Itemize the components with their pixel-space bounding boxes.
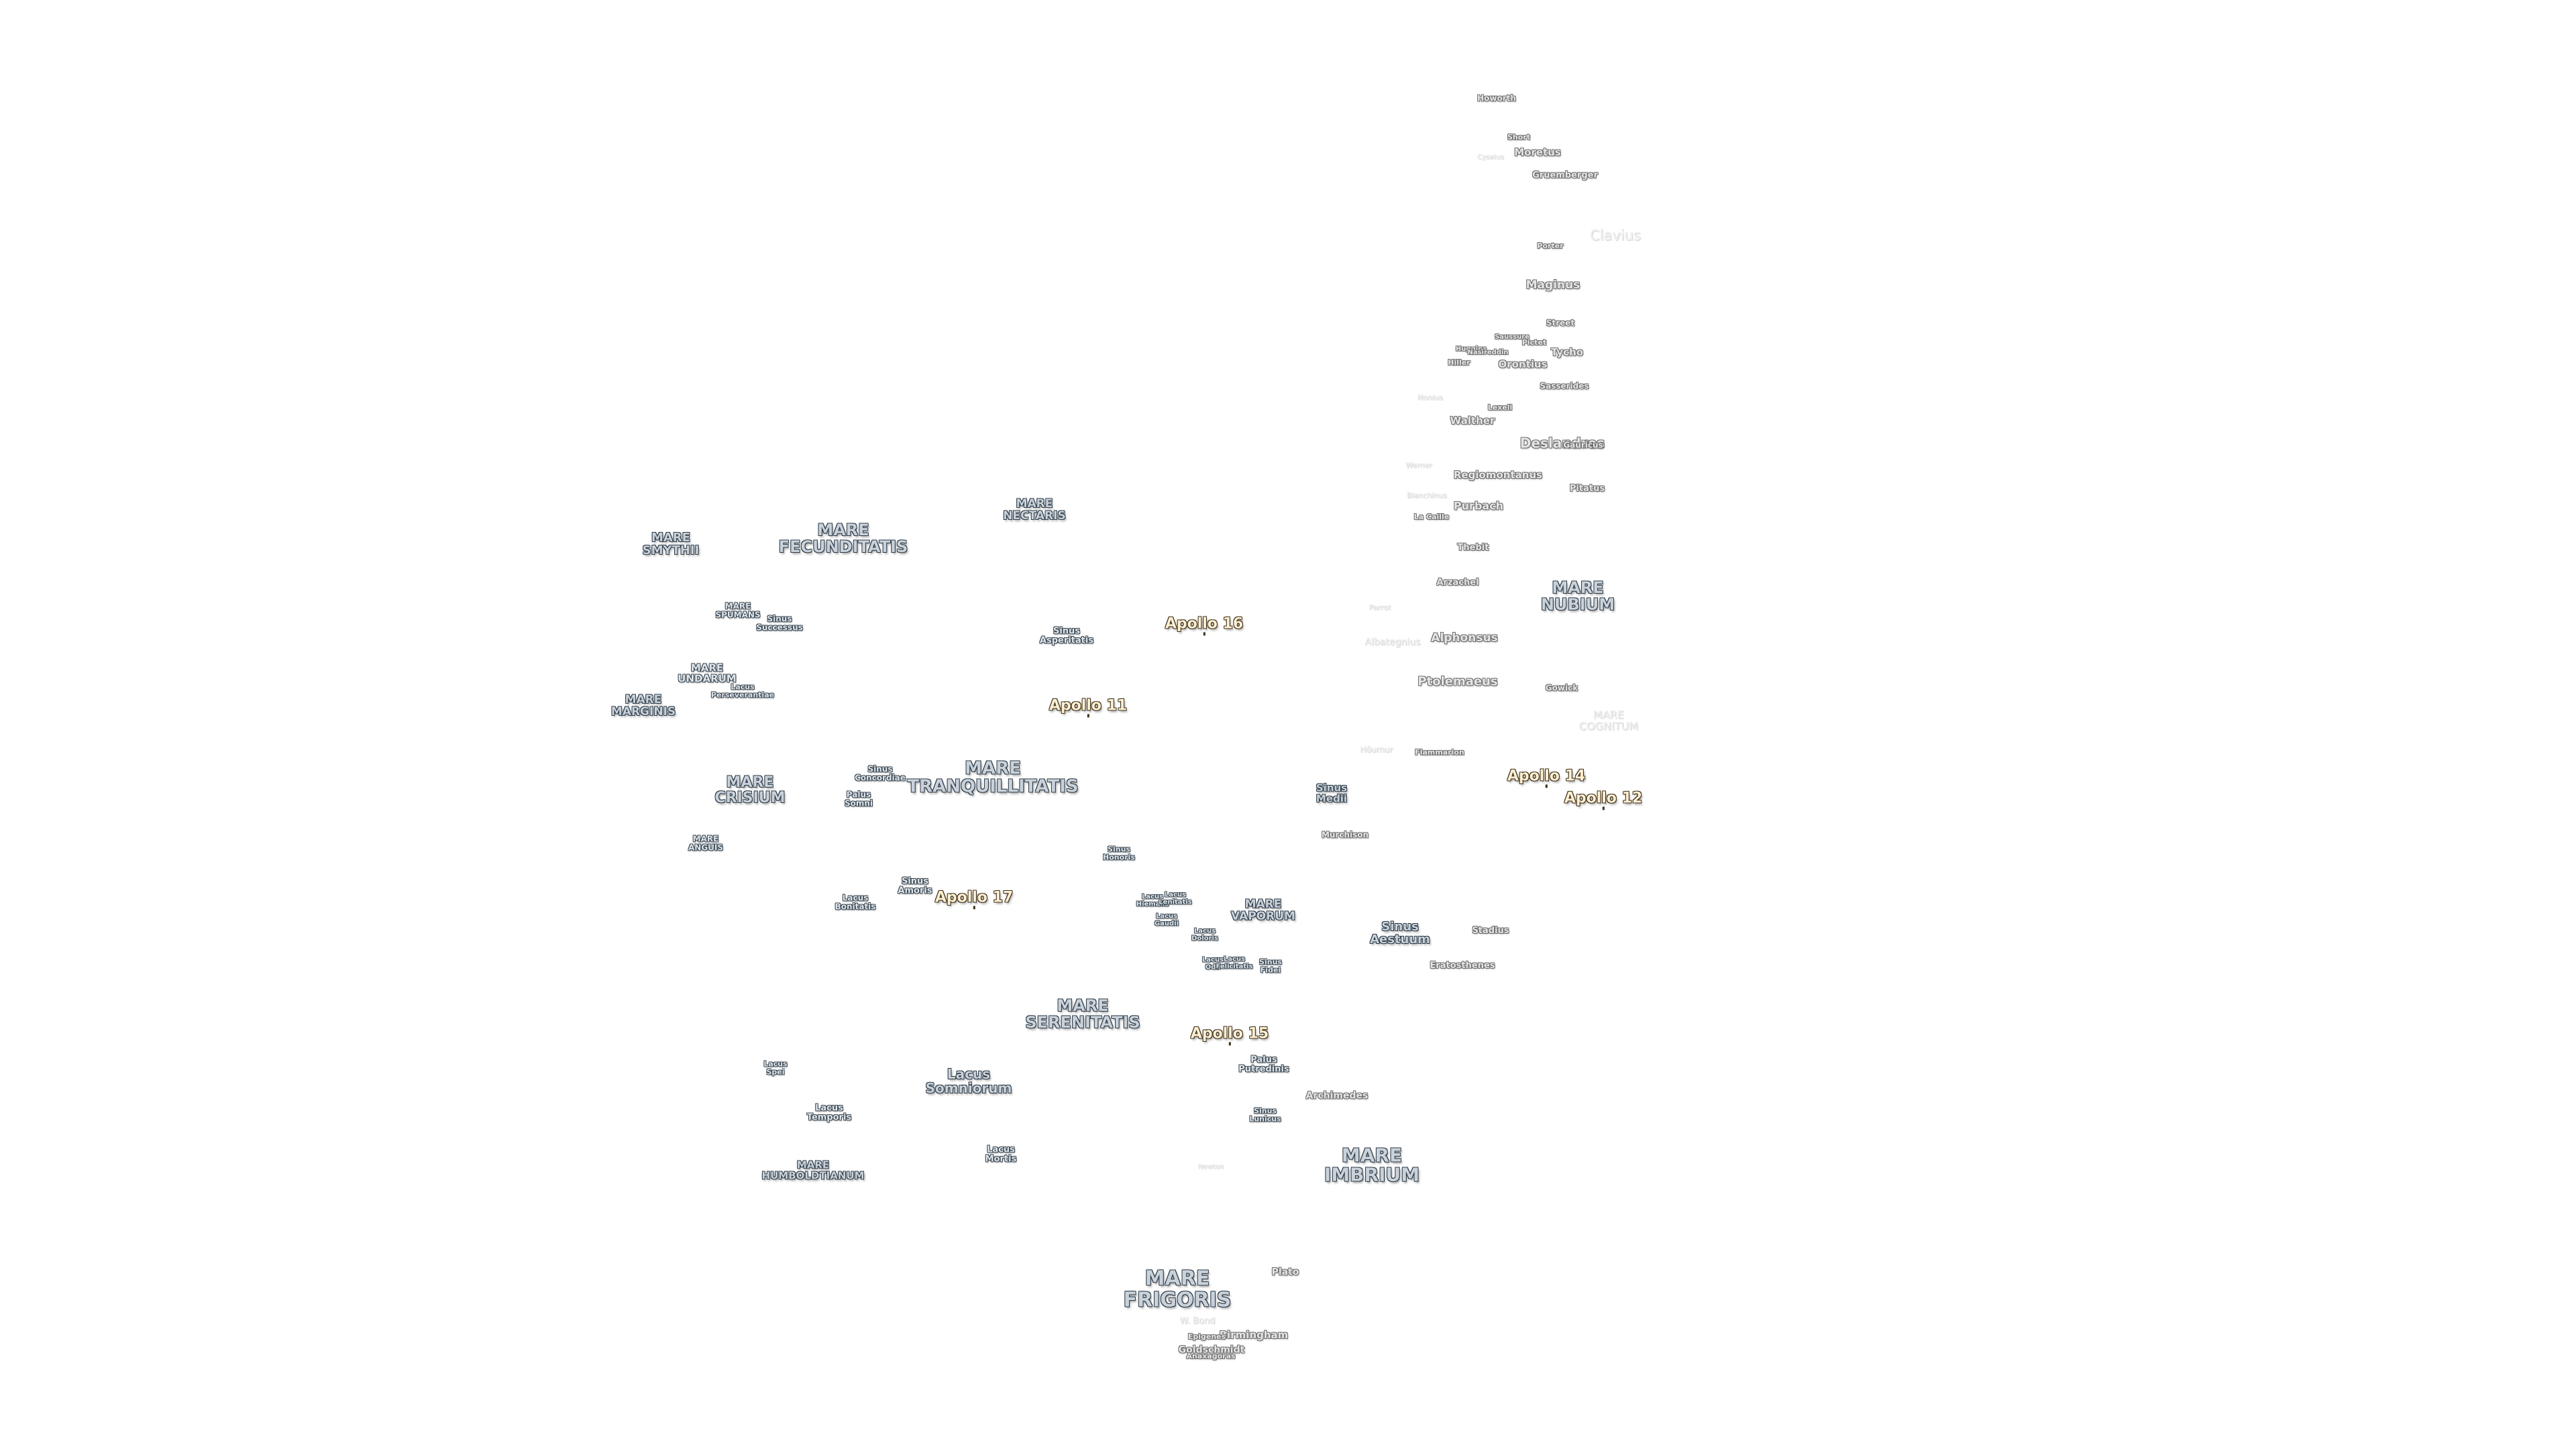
apollo-11-site[interactable]: Apollo 11: [1049, 697, 1128, 718]
label-purbach[interactable]: Purbach: [1453, 499, 1504, 513]
label-walther[interactable]: Walther: [1450, 415, 1495, 427]
label-regiomontanus[interactable]: Regiomontanus: [1453, 469, 1543, 482]
label-moretus[interactable]: Moretus: [1514, 146, 1561, 159]
label-sinus-fidei[interactable]: Sinus Fidei: [1259, 957, 1282, 974]
label-lacus-perseverantiae[interactable]: Lacus Perseverantiae: [710, 682, 775, 699]
label-lacus-doloris[interactable]: Lacus Doloris: [1191, 927, 1218, 942]
label-mare-tranquillitatis[interactable]: MARE TRANQUILLITATIS: [907, 758, 1079, 797]
label-gruemberger[interactable]: Gruemberger: [1532, 170, 1598, 181]
label-parrot[interactable]: Parrot: [1368, 603, 1391, 612]
label-mare-crisium[interactable]: MARE CRISIUM: [714, 773, 786, 806]
label-ptolemaeus[interactable]: Ptolemaeus: [1417, 674, 1498, 689]
label-clavius[interactable]: Clavius: [1590, 227, 1641, 244]
apollo-14-site[interactable]: Apollo 14: [1507, 767, 1586, 788]
label-gowick[interactable]: Gowick: [1545, 683, 1578, 693]
label-thebit[interactable]: Thebit: [1457, 543, 1489, 553]
label-mare-smythii[interactable]: MARE SMYTHII: [642, 531, 700, 557]
label-lacus-spei[interactable]: Lacus Spei: [763, 1059, 788, 1076]
label-sinus-successus[interactable]: Sinus Successus: [756, 614, 803, 632]
label-mare-vaporum[interactable]: MARE VAPORUM: [1231, 898, 1295, 923]
label-sinus-asperitatis[interactable]: Sinus Asperitatis: [1039, 626, 1094, 645]
label-plato[interactable]: Plato: [1271, 1267, 1299, 1278]
label-lacus-somniorum[interactable]: Lacus Somniorum: [925, 1066, 1012, 1096]
label-lacus-temporis[interactable]: Lacus Temporis: [806, 1103, 852, 1122]
label-lacus-bonitatis[interactable]: Lacus Bonitatis: [835, 893, 876, 911]
label-hiller[interactable]: Hiller: [1448, 358, 1470, 368]
label-sinus-medii[interactable]: Sinus Medii: [1316, 782, 1348, 804]
label-mare-cognitum[interactable]: MARE COGNITUM: [1578, 708, 1639, 733]
apollo-15-site[interactable]: Apollo 15: [1190, 1025, 1269, 1046]
label-lacus-mortis[interactable]: Lacus Mortis: [985, 1144, 1017, 1164]
label-goldschmidt[interactable]: Goldschmidt: [1178, 1344, 1245, 1356]
label-lacus-lenitatis[interactable]: Lacus Lenitatis: [1159, 891, 1192, 906]
label-alphonsus[interactable]: Alphonsus: [1431, 631, 1498, 645]
label-gauricus[interactable]: Gauricus: [1563, 440, 1603, 450]
label-arzachel[interactable]: Arzachel: [1436, 578, 1479, 588]
label-lacus-odii[interactable]: Lacus Odii: [1201, 956, 1224, 971]
label-sinus-honoris[interactable]: Sinus Honoris: [1103, 845, 1135, 861]
label-street[interactable]: Street: [1546, 318, 1575, 328]
label-lacus-felicitatis[interactable]: Lacus Felicitatis: [1216, 955, 1253, 970]
label-mare-humboldtianum[interactable]: MARE HUMBOLDTIANUM: [761, 1159, 865, 1181]
label-stadius[interactable]: Stadius: [1472, 926, 1509, 936]
label-mare-undarum[interactable]: MARE UNDARUM: [678, 661, 737, 684]
label-w-bond[interactable]: W. Bond: [1179, 1316, 1216, 1327]
label-sinus-aestuum[interactable]: Sinus Aestuum: [1370, 920, 1430, 947]
label-short[interactable]: Short: [1507, 133, 1530, 142]
label-newton[interactable]: Newton: [1197, 1163, 1224, 1171]
label-saussure[interactable]: Saussure: [1495, 333, 1529, 341]
label-hournur[interactable]: Höurnur: [1360, 745, 1393, 755]
apollo-12-site[interactable]: Apollo 12: [1564, 790, 1643, 810]
label-mare-marginis[interactable]: MARE MARGINIS: [610, 693, 676, 718]
label-palus-somni[interactable]: Palus Somni: [844, 790, 873, 808]
label-anaxagoras[interactable]: Anaxagoras: [1186, 1352, 1236, 1361]
label-eratosthenes[interactable]: Eratosthenes: [1430, 961, 1495, 971]
label-nonius[interactable]: Nonius: [1417, 393, 1443, 402]
label-mare-nubium[interactable]: MARE NUBIUM: [1540, 578, 1615, 614]
label-pictet[interactable]: Pictet: [1521, 338, 1547, 347]
label-palus-putredinis[interactable]: Palus Putredinis: [1238, 1055, 1289, 1074]
label-deslandres[interactable]: Deslandres: [1519, 435, 1605, 451]
label-porter[interactable]: Porter: [1537, 241, 1564, 251]
label-la-caille[interactable]: La Caille: [1413, 513, 1450, 522]
label-howorth[interactable]: Howorth: [1477, 93, 1516, 103]
label-sinus-lunicus[interactable]: Sinus Lunicus: [1249, 1106, 1281, 1123]
label-murchison[interactable]: Murchison: [1321, 830, 1369, 840]
label-lacus-hiemalis[interactable]: Lacus Hiemalis: [1136, 893, 1169, 908]
label-mare-imbrium[interactable]: MARE IMBRIUM: [1324, 1144, 1420, 1186]
apollo-16-site[interactable]: Apollo 16: [1165, 615, 1244, 636]
label-archimedes[interactable]: Archimedes: [1305, 1090, 1368, 1102]
label-lexell[interactable]: Lexell: [1487, 403, 1513, 413]
label-albategnius[interactable]: Albategnius: [1364, 637, 1421, 648]
label-sinus-amoris[interactable]: Sinus Amoris: [898, 876, 932, 896]
label-maginus[interactable]: Maginus: [1525, 278, 1580, 292]
label-mare-nectaris[interactable]: MARE NECTARIS: [1003, 497, 1066, 523]
label-pitatus[interactable]: Pitatus: [1569, 484, 1605, 494]
label-mare-fecunditatis[interactable]: MARE FECUNDITATIS: [778, 520, 908, 556]
label-werner[interactable]: Werner: [1405, 461, 1432, 470]
label-sinus-concordiae[interactable]: Sinus Concordiae: [855, 764, 906, 782]
label-huggins[interactable]: Huggins: [1455, 345, 1487, 353]
label-mare-spumans[interactable]: MARE SPUMANS: [715, 601, 761, 619]
label-mare-anguis[interactable]: MARE ANGUIS: [688, 834, 724, 852]
label-orontius[interactable]: Orontius: [1498, 358, 1548, 371]
label-mare-frigoris[interactable]: MARE FRIGORIS: [1123, 1267, 1232, 1311]
label-flammarion[interactable]: Flammarion: [1415, 748, 1464, 757]
label-cysatus[interactable]: Cysatus: [1477, 153, 1504, 161]
apollo-17-site[interactable]: Apollo 17: [934, 889, 1014, 910]
label-mare-serenitatis[interactable]: MARE SERENITATIS: [1025, 996, 1140, 1032]
label-birmingham[interactable]: Birmingham: [1219, 1329, 1289, 1342]
label-blanchinus[interactable]: Blanchinus: [1406, 491, 1448, 500]
label-nasireddin[interactable]: Nasireddin: [1467, 348, 1509, 356]
label-lacus-gaudii[interactable]: Lacus Gaudii: [1154, 912, 1179, 927]
label-tycho[interactable]: Tycho: [1550, 346, 1584, 359]
label-epigenes[interactable]: Epigenes: [1187, 1332, 1226, 1342]
label-sasserides[interactable]: Sasserides: [1540, 381, 1589, 391]
